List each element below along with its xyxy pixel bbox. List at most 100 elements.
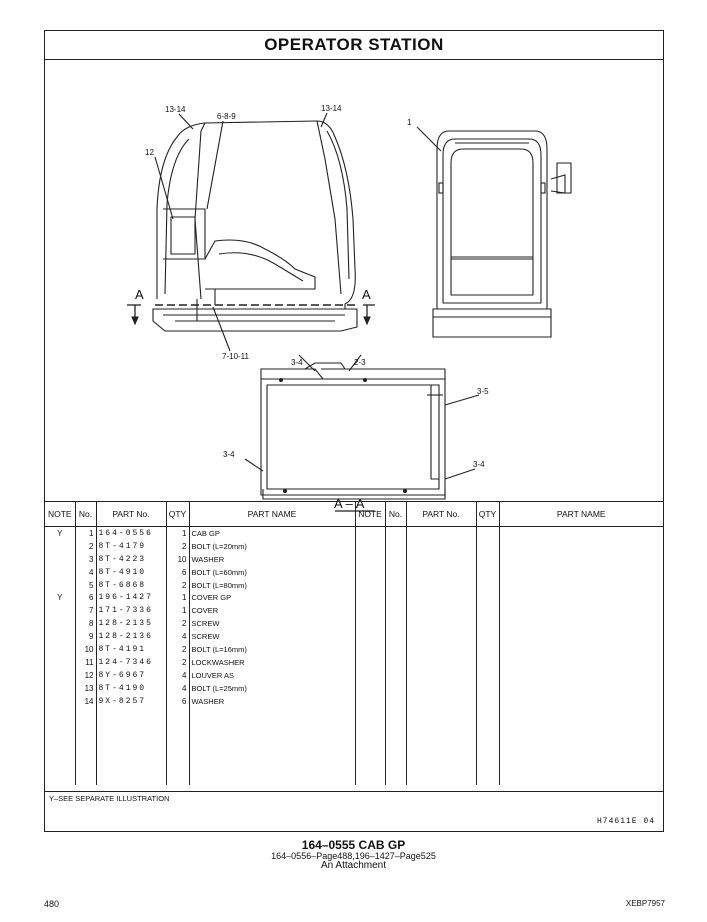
footnote: Y–SEE SEPARATE ILLUSTRATION <box>49 794 170 803</box>
cell-qty: 6 <box>165 565 189 579</box>
cell-note <box>45 617 75 630</box>
cell-empty <box>498 539 663 553</box>
cell-name: WASHER <box>188 694 355 708</box>
cell-empty <box>498 643 663 656</box>
cell-empty <box>405 552 476 566</box>
cell-no: 11 <box>74 655 96 669</box>
cell-no: 6 <box>74 591 96 605</box>
cell-empty <box>45 733 75 746</box>
cell-empty <box>498 578 663 592</box>
cell-empty <box>475 617 499 631</box>
cell-no: 2 <box>74 539 96 553</box>
cell-empty <box>405 771 476 785</box>
cell-name: LOUVER AS <box>188 668 355 682</box>
cell-note <box>45 604 75 617</box>
cell-note: Y <box>57 528 63 538</box>
cell-empty <box>354 668 385 682</box>
cell-empty <box>45 759 75 772</box>
cell-no: 3 <box>74 552 96 566</box>
cell-empty <box>384 759 406 772</box>
cell-qty: 2 <box>165 539 189 553</box>
cell-empty <box>74 746 96 760</box>
parts-sheet-frame: OPERATOR STATION <box>44 30 664 832</box>
cell-empty <box>384 720 406 734</box>
cell-empty <box>354 643 385 656</box>
cell-empty <box>475 759 499 772</box>
illustration-id: H74611E 04 <box>596 817 655 826</box>
cell-empty <box>354 578 385 592</box>
callout-3-5: 3-5 <box>477 387 489 396</box>
cell-empty <box>354 526 385 540</box>
callout-13-14-left: 13-14 <box>165 105 186 114</box>
cell-empty <box>498 759 663 772</box>
header-qty: QTY <box>165 501 189 527</box>
header-note-2: NOTE <box>354 501 385 527</box>
header-part-no-2: PART No. <box>405 501 476 527</box>
cell-empty <box>45 720 75 733</box>
callout-7-10-11: 7-10-11 <box>222 352 250 361</box>
table-row <box>45 720 663 734</box>
cell-qty: 1 <box>165 591 189 605</box>
parts-table-wrap: NOTE No. PART No. QTY PART NAME NOTE No.… <box>45 501 663 785</box>
cell-qty: 2 <box>165 578 189 592</box>
cell-empty <box>354 771 385 785</box>
cell-empty <box>498 565 663 579</box>
cell-part: 9X-8257 <box>95 694 166 708</box>
callout-12: 12 <box>145 148 154 157</box>
cell-no: 5 <box>74 578 96 592</box>
cell-empty <box>165 771 189 785</box>
cell-qty: 1 <box>165 526 189 540</box>
cell-no: 12 <box>74 668 96 682</box>
cell-empty <box>384 617 406 631</box>
table-row <box>45 733 663 747</box>
cell-empty <box>475 720 499 734</box>
cell-empty <box>475 746 499 760</box>
cell-empty <box>405 591 476 605</box>
cell-empty <box>188 707 355 721</box>
cell-empty <box>384 630 406 644</box>
cell-empty <box>475 707 499 721</box>
cell-name: COVER <box>188 604 355 618</box>
cell-no: 9 <box>74 630 96 644</box>
cell-qty: 10 <box>165 552 189 566</box>
cell-empty <box>354 707 385 721</box>
cell-empty <box>405 759 476 772</box>
cell-empty <box>405 643 476 656</box>
cell-empty <box>384 643 406 656</box>
cell-part: 128-2136 <box>95 630 166 644</box>
cell-name: COVER GP <box>188 591 355 605</box>
page-number: 480 <box>44 899 60 909</box>
cell-empty <box>354 630 385 644</box>
callout-6-8-9: 6-8-9 <box>217 112 236 121</box>
cell-empty <box>384 707 406 721</box>
cell-empty <box>498 694 663 708</box>
cell-part: 8T-4179 <box>95 539 166 553</box>
cell-no: 13 <box>74 681 96 695</box>
cell-name: SCREW <box>188 630 355 644</box>
footnote-separator <box>45 791 663 792</box>
cell-empty <box>45 772 75 785</box>
cell-empty <box>188 759 355 772</box>
table-row <box>45 707 663 721</box>
cell-part: 8T-4191 <box>95 643 166 656</box>
cell-part: 196-1427 <box>95 591 166 605</box>
cell-part: 8T-4910 <box>95 565 166 579</box>
cell-qty: 4 <box>165 668 189 682</box>
cell-empty <box>95 720 166 734</box>
cell-empty <box>405 668 476 682</box>
cell-part: 8T-6868 <box>95 578 166 592</box>
cell-empty <box>165 746 189 760</box>
cell-empty <box>475 630 499 644</box>
cell-empty <box>405 526 476 540</box>
cell-empty <box>74 771 96 785</box>
table-header-row: NOTE No. PART No. QTY PART NAME NOTE No.… <box>45 501 663 527</box>
cell-name: LOCKWASHER <box>188 655 355 669</box>
cell-name: BOLT (L=80mm) <box>188 578 355 592</box>
cell-part: 8Y-6967 <box>95 668 166 682</box>
